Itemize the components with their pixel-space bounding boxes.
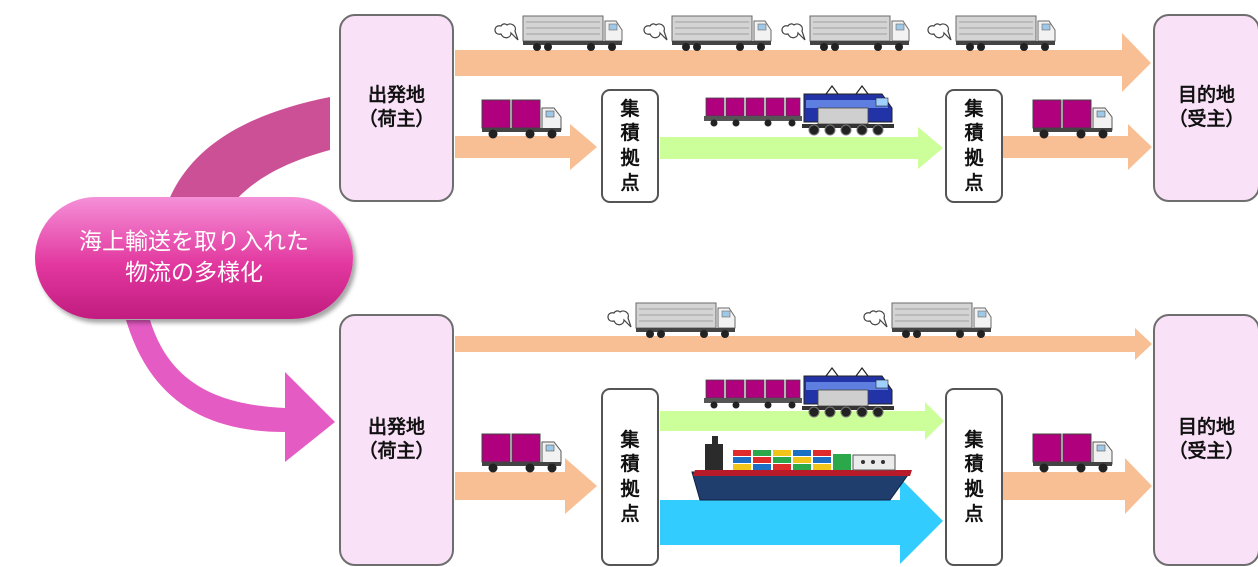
- freight-train-icon: [703, 85, 895, 136]
- destination-label: 目的地: [1177, 416, 1235, 439]
- truck-arrow-first-top: [455, 124, 597, 170]
- destination-node-top: 目的地 （受主）: [1153, 14, 1258, 202]
- hub-char: 集: [620, 428, 640, 451]
- destination-node-bottom: 目的地 （受主）: [1153, 314, 1258, 566]
- origin-label: 出発地: [367, 416, 425, 439]
- diversification-line1: 海上輸送を取り入れた: [79, 228, 309, 255]
- destination-sublabel: （受主）: [1168, 108, 1245, 130]
- cargo-truck-icon: [1032, 433, 1113, 473]
- hub-char: 拠: [620, 478, 640, 500]
- direct-truck-arrow-top: [455, 33, 1151, 92]
- origin-node-bottom: 出発地 （荷主）: [339, 314, 454, 566]
- origin-label: 出発地: [367, 84, 425, 107]
- origin-node-top: 出発地 （荷主）: [339, 14, 454, 202]
- truck-icon: [781, 15, 910, 52]
- cargo-truck-icon: [1032, 99, 1113, 139]
- diversification-line2: 物流の多様化: [125, 260, 263, 286]
- hub-char: 点: [620, 502, 640, 525]
- hub-node-top-left: 集 積 拠 点: [601, 89, 659, 203]
- cargo-truck-icon: [481, 99, 562, 139]
- hub-char: 拠: [620, 147, 640, 169]
- direct-truck-arrow-bottom: [455, 328, 1152, 360]
- origin-sublabel: （荷主）: [358, 108, 435, 130]
- destination-label: 目的地: [1177, 84, 1235, 107]
- curve-arrow-bottom: [126, 320, 335, 462]
- hub-node-top-right: 集 積 拠 点: [945, 89, 1003, 203]
- truck-icon: [927, 15, 1056, 52]
- hub-char: 積: [620, 453, 640, 476]
- container-ship-icon: [691, 436, 912, 501]
- freight-train-icon: [703, 367, 895, 418]
- sea-arrow: [660, 478, 943, 564]
- hub-char: 点: [964, 502, 984, 525]
- truck-icon: [863, 302, 992, 339]
- hub-char: 点: [620, 171, 640, 194]
- destination-sublabel: （受主）: [1168, 440, 1245, 462]
- hub-char: 集: [964, 428, 984, 451]
- hub-char: 積: [964, 453, 984, 476]
- hub-char: 積: [964, 122, 984, 145]
- hub-char: 集: [620, 97, 640, 120]
- truck-icon: [643, 15, 772, 52]
- diversification-label: 海上輸送を取り入れた 物流の多様化: [35, 197, 353, 319]
- rail-arrow-top: [660, 127, 943, 169]
- hub-node-bottom-right: 集 積 拠 点: [945, 388, 1003, 566]
- origin-sublabel: （荷主）: [358, 440, 435, 462]
- hub-char: 集: [964, 97, 984, 120]
- hub-char: 点: [964, 171, 984, 194]
- truck-arrow-last-top: [1003, 124, 1152, 170]
- hub-node-bottom-left: 集 積 拠 点: [601, 388, 659, 566]
- truck-arrow-first-bottom: [455, 458, 597, 514]
- truck-icon: [607, 302, 736, 339]
- hub-char: 拠: [964, 147, 984, 169]
- hub-char: 拠: [964, 478, 984, 500]
- hub-char: 積: [620, 122, 640, 145]
- cargo-truck-icon: [481, 433, 562, 473]
- truck-arrow-last-bottom: [1003, 458, 1152, 514]
- truck-icon: [494, 15, 623, 52]
